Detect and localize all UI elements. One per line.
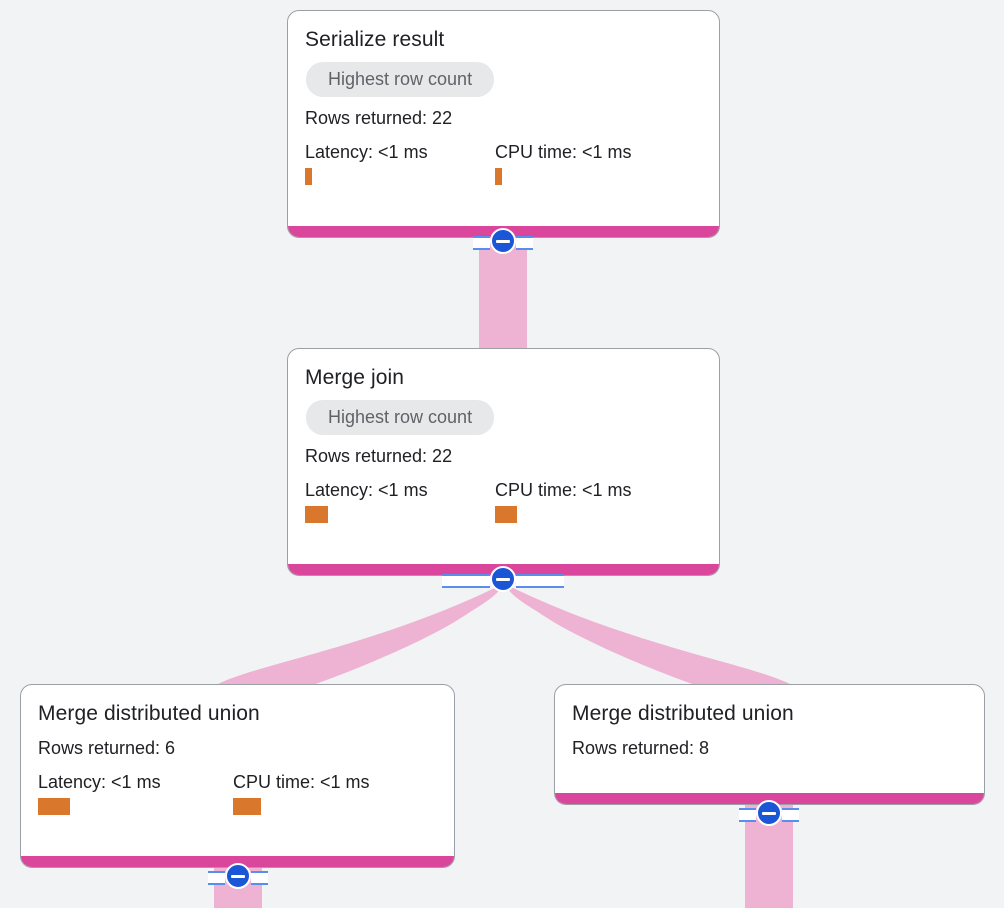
rail-left bbox=[208, 871, 225, 885]
minus-glyph bbox=[496, 577, 510, 581]
minus-glyph bbox=[231, 874, 245, 878]
cpu-time-label: CPU time: <1 ms bbox=[495, 480, 632, 500]
node-merge-distributed-union-right[interactable]: Merge distributed union Rows returned: 8 bbox=[554, 684, 985, 805]
collapse-merge-distributed-union-left-button[interactable] bbox=[208, 863, 268, 889]
node-body: Merge distributed union Rows returned: 6… bbox=[21, 685, 454, 815]
node-body: Merge join Highest row count Rows return… bbox=[288, 349, 719, 523]
minus-circle-icon bbox=[490, 228, 516, 254]
rail-left bbox=[739, 808, 756, 822]
highest-row-count-badge: Highest row count bbox=[306, 400, 495, 435]
latency-label: Latency: <1 ms bbox=[305, 142, 428, 162]
cpu-time-bar bbox=[495, 168, 502, 185]
latency-bar bbox=[305, 506, 328, 523]
rail-right bbox=[251, 871, 268, 885]
node-body: Serialize result Highest row count Rows … bbox=[288, 11, 719, 185]
metrics-row: Latency: <1 ms CPU time: <1 ms bbox=[305, 141, 702, 185]
metrics-row: Latency: <1 ms CPU time: <1 ms bbox=[305, 479, 702, 523]
latency-metric: Latency: <1 ms bbox=[305, 479, 495, 523]
rail-left bbox=[442, 574, 490, 588]
rows-returned-text: Rows returned: 8 bbox=[572, 738, 710, 758]
cpu-time-metric: CPU time: <1 ms bbox=[233, 771, 370, 815]
latency-metric: Latency: <1 ms bbox=[305, 141, 495, 185]
latency-bar bbox=[38, 798, 70, 815]
node-merge-join[interactable]: Merge join Highest row count Rows return… bbox=[287, 348, 720, 576]
node-title: Merge distributed union bbox=[38, 702, 260, 725]
node-serialize-result[interactable]: Serialize result Highest row count Rows … bbox=[287, 10, 720, 238]
edge-mergejoin-to-left-union bbox=[214, 584, 503, 686]
node-footer-bar bbox=[21, 856, 454, 867]
latency-metric: Latency: <1 ms bbox=[38, 771, 233, 815]
edge-serialize-to-mergejoin bbox=[479, 238, 527, 350]
minus-glyph bbox=[762, 811, 776, 815]
rail-right bbox=[516, 574, 564, 588]
latency-bar bbox=[305, 168, 312, 185]
node-title: Merge join bbox=[305, 366, 405, 389]
rows-returned-text: Rows returned: 22 bbox=[305, 108, 453, 128]
minus-glyph bbox=[496, 239, 510, 243]
cpu-time-bar bbox=[233, 798, 261, 815]
rows-returned-text: Rows returned: 6 bbox=[38, 738, 176, 758]
latency-label: Latency: <1 ms bbox=[305, 480, 428, 500]
rows-returned-text: Rows returned: 22 bbox=[305, 446, 453, 466]
rail-left bbox=[473, 236, 490, 250]
collapse-serialize-result-button[interactable] bbox=[473, 228, 533, 254]
node-title: Merge distributed union bbox=[572, 702, 794, 725]
cpu-time-metric: CPU time: <1 ms bbox=[495, 141, 632, 185]
rail-right bbox=[782, 808, 799, 822]
node-title: Serialize result bbox=[305, 28, 445, 51]
cpu-time-label: CPU time: <1 ms bbox=[233, 772, 370, 792]
node-body: Merge distributed union Rows returned: 8 bbox=[555, 685, 984, 759]
metrics-row: Latency: <1 ms CPU time: <1 ms bbox=[38, 771, 437, 815]
highest-row-count-badge: Highest row count bbox=[306, 62, 495, 97]
collapse-merge-distributed-union-right-button[interactable] bbox=[739, 800, 799, 826]
node-merge-distributed-union-left[interactable]: Merge distributed union Rows returned: 6… bbox=[20, 684, 455, 868]
node-footer-bar bbox=[555, 793, 984, 804]
cpu-time-label: CPU time: <1 ms bbox=[495, 142, 632, 162]
rail-right bbox=[516, 236, 533, 250]
latency-label: Latency: <1 ms bbox=[38, 772, 161, 792]
cpu-time-metric: CPU time: <1 ms bbox=[495, 479, 632, 523]
edge-mergejoin-to-right-union bbox=[505, 584, 794, 686]
collapse-merge-join-button[interactable] bbox=[442, 566, 564, 592]
cpu-time-bar bbox=[495, 506, 517, 523]
